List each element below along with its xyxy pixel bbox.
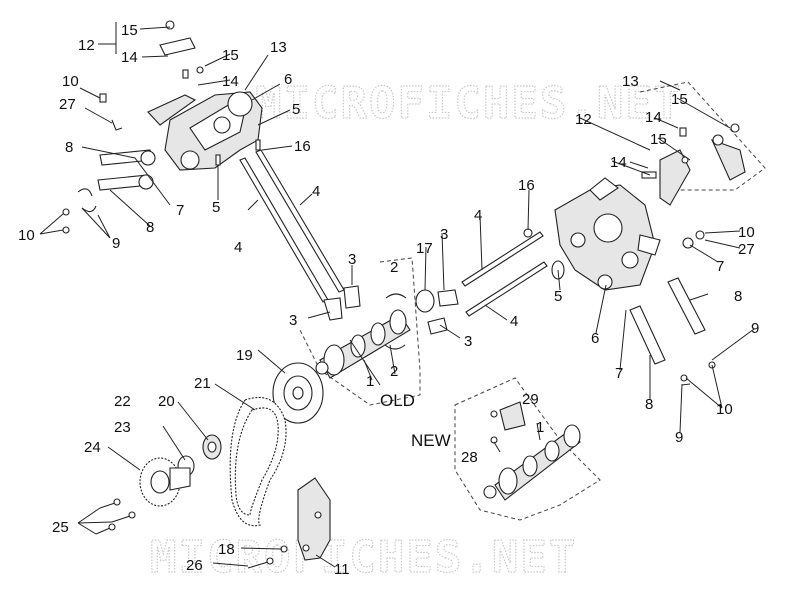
callout-9: 9: [675, 429, 683, 446]
callout-10: 10: [716, 401, 733, 418]
callout-10: 10: [738, 224, 755, 241]
bolt-18-26: [247, 545, 288, 569]
callout-6: 6: [284, 71, 292, 88]
callout-9: 9: [751, 320, 759, 337]
callout-17: 17: [416, 240, 433, 257]
callout-14: 14: [645, 109, 662, 126]
right-rocker-arms: [641, 123, 746, 206]
callout-3: 3: [348, 251, 356, 268]
callout-12: 12: [575, 111, 592, 128]
callout-labels: 15 12 14 15 13 14 6 10 27 5 16 8 7 5 8 1…: [18, 22, 759, 578]
center-pushrods: [461, 228, 565, 317]
left-rocker-assembly: [99, 20, 263, 171]
callout-26: 26: [186, 557, 203, 574]
callout-5: 5: [554, 288, 562, 305]
callout-14: 14: [121, 49, 138, 66]
callout-6: 6: [591, 330, 599, 347]
callout-7: 7: [176, 202, 184, 219]
callout-27: 27: [738, 241, 755, 258]
callout-7: 7: [615, 365, 623, 382]
callout-24: 24: [84, 439, 101, 456]
callout-8: 8: [734, 288, 742, 305]
callout-25: 25: [52, 519, 69, 536]
callout-19: 19: [236, 347, 253, 364]
callout-10: 10: [62, 73, 79, 90]
callout-2: 2: [390, 259, 398, 276]
callout-7: 7: [716, 258, 724, 275]
right-head-assembly: [554, 177, 661, 291]
callout-3: 3: [289, 312, 297, 329]
callout-8: 8: [65, 139, 73, 156]
watermark-bottom: MICROFICHES.NET: [150, 532, 577, 583]
callout-11: 11: [334, 561, 350, 578]
camshaft-old: [315, 293, 411, 379]
callout-12: 12: [78, 37, 95, 54]
callout-8: 8: [146, 219, 154, 236]
crank-gear-24: [139, 457, 191, 507]
callout-1: 1: [366, 373, 374, 390]
right-rocker-box: [639, 81, 766, 191]
watermark-top: MICROFICHES.NET: [255, 78, 682, 129]
callout-23: 23: [114, 419, 131, 436]
callout-13: 13: [270, 39, 287, 56]
callout-9: 9: [112, 235, 120, 252]
callout-21: 21: [194, 375, 211, 392]
callout-3: 3: [440, 226, 448, 243]
callout-27: 27: [59, 96, 76, 113]
camshaft-new: [483, 401, 581, 501]
callout-16: 16: [518, 177, 535, 194]
callout-15: 15: [671, 91, 688, 108]
left-pushrods: [215, 139, 345, 303]
bolts-25: [95, 498, 136, 535]
callout-14: 14: [610, 154, 627, 171]
left-rocker-shafts: [62, 149, 156, 234]
callout-15: 15: [222, 47, 239, 64]
chain-tensioner-11: [297, 477, 331, 561]
new-label: NEW: [411, 431, 451, 450]
callout-3: 3: [464, 333, 472, 350]
callout-4: 4: [234, 239, 242, 256]
callout-4: 4: [510, 313, 518, 330]
callout-15: 15: [121, 22, 138, 39]
new-group-box: [454, 377, 601, 521]
right-rocker-shafts: [629, 230, 716, 386]
callout-5: 5: [212, 199, 220, 216]
callout-5: 5: [292, 101, 300, 118]
callout-8: 8: [645, 396, 653, 413]
left-tappets: [323, 285, 361, 321]
center-tappets: [415, 289, 459, 335]
callout-29: 29: [522, 391, 539, 408]
callout-14: 14: [222, 73, 239, 90]
callout-22: 22: [114, 393, 131, 410]
callout-4: 4: [312, 183, 320, 200]
callout-18: 18: [218, 541, 235, 558]
callout-4: 4: [474, 207, 482, 224]
timing-gear-19: [272, 362, 324, 424]
callout-13: 13: [622, 73, 639, 90]
callout-10: 10: [18, 227, 35, 244]
callout-15: 15: [650, 131, 667, 148]
callout-1: 1: [536, 419, 544, 436]
callout-2: 2: [390, 363, 398, 380]
callout-20: 20: [158, 393, 175, 410]
callout-16: 16: [294, 138, 311, 155]
timing-chain-21: [229, 396, 287, 527]
leader-lines: [39, 22, 755, 568]
callout-28: 28: [461, 449, 478, 466]
old-label: OLD: [380, 391, 415, 410]
